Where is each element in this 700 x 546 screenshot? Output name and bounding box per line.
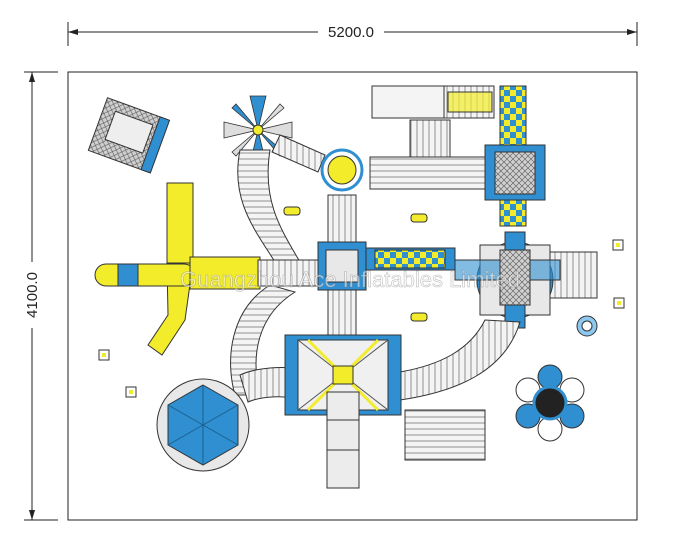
center-bridge-stripes [374, 249, 446, 269]
windmill-icon [223, 95, 293, 165]
pyramid-tower [284, 334, 402, 489]
flower-splash-icon [515, 364, 585, 442]
width-dimension: 5200.0 [67, 22, 638, 46]
windmill-ramp [271, 134, 326, 173]
center-tower [317, 194, 367, 336]
water-cannon-icon [576, 315, 598, 337]
sun-ball-icon [320, 148, 364, 192]
right-platform [454, 231, 598, 329]
yellow-gadget [410, 213, 428, 223]
right-tower [484, 144, 546, 201]
width-label: 5200.0 [328, 24, 374, 41]
height-dimension: 4100.0 [22, 71, 58, 521]
yellow-gadget [410, 312, 428, 322]
watermark-text: Guangzhou Ace Inflatables Limited [180, 267, 520, 292]
top-tube [371, 85, 445, 119]
corner-tower [87, 97, 171, 174]
hexagon-dome-icon [156, 378, 250, 472]
yellow-slide [94, 182, 321, 356]
bottom-slide-pad [404, 409, 486, 461]
top-ladder-yellow [447, 91, 493, 113]
yellow-gadget [283, 206, 301, 216]
horizontal-walkway [369, 156, 491, 190]
height-label: 4100.0 [24, 272, 41, 318]
upper-walkway [409, 119, 451, 161]
